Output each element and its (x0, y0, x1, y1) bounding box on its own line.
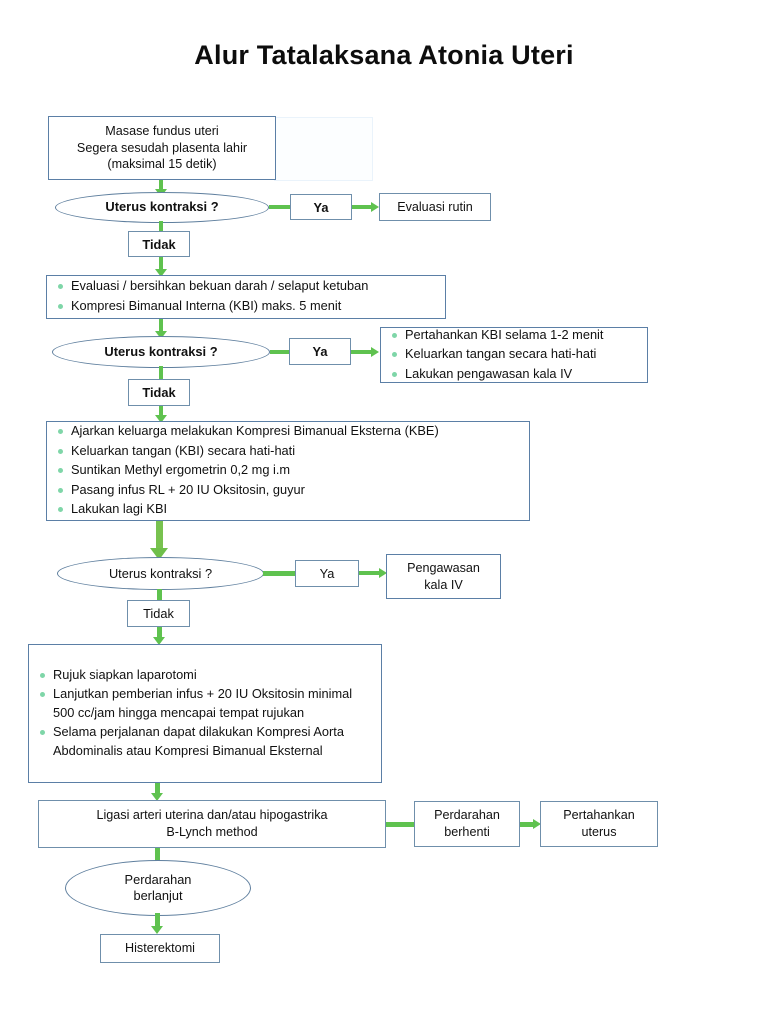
arrowhead-ya2-to-actions (371, 347, 379, 357)
histerektomi-label: Histerektomi (125, 941, 195, 956)
list-item: Keluarkan tangan secara hati-hati (391, 345, 637, 364)
box-yes2-actions: Pertahankan KBI selama 1-2 menit Keluark… (380, 327, 648, 383)
list-item: Pasang infus RL + 20 IU Oksitosin, guyur (57, 481, 519, 500)
node-pengawasan-kala-iv: Pengawasan kala IV (386, 554, 501, 599)
arrowhead-ya3-to-pengawasan (379, 568, 387, 578)
connector-step2-to-decision2 (159, 319, 163, 333)
arrowhead-tidak2-to-step3 (155, 415, 167, 423)
pertahankan-uterus-line-1: Pertahankan (563, 808, 635, 823)
connector-step3-to-decision3 (156, 521, 163, 554)
tidak-2-text: Tidak (142, 385, 176, 400)
node-evaluasi-rutin: Evaluasi rutin (379, 193, 491, 221)
connector-berlanjut-to-histerektomi (155, 913, 160, 929)
ligasi-line-1: Ligasi arteri uterina dan/atau hipogastr… (96, 808, 328, 823)
node-masase-fundus-uteri: Masase fundus uteri Segera sesudah plase… (48, 116, 276, 180)
pengawasan-line-1: Pengawasan (407, 560, 480, 575)
label-ya-3: Ya (295, 560, 359, 587)
node-histerektomi: Histerektomi (100, 934, 220, 963)
connector-berhenti-to-pertahankan (520, 822, 536, 827)
node-perdarahan-berhenti: Perdarahan berhenti (414, 801, 520, 847)
decision3-label: Uterus kontraksi ? (108, 565, 213, 581)
connector-start-to-decision1 (159, 180, 163, 191)
connector-ligasi-to-perdarahan-berlanjut (155, 848, 160, 862)
start-line-1: Masase fundus uteri (105, 123, 219, 138)
decision-perdarahan-berlanjut: Perdarahan berlanjut (65, 860, 251, 916)
connector-decision2-to-ya (270, 350, 289, 354)
connector-tidak3-to-step4 (157, 627, 162, 640)
connector-decision3-to-ya (263, 571, 295, 576)
start-line-2: Segera sesudah plasenta lahir (76, 140, 248, 155)
perdarahan-berlanjut-line-2: berlanjut (133, 888, 183, 903)
arrowhead-berlanjut-to-histerektomi (151, 926, 163, 934)
node-pertahankan-uterus: Pertahankan uterus (540, 801, 658, 847)
box-step4-actions: Rujuk siapkan laparotomi Lanjutkan pembe… (28, 644, 382, 783)
list-item: Lakukan lagi KBI (57, 500, 519, 519)
connector-ya3-to-pengawasan (359, 571, 381, 575)
decision2-label: Uterus kontraksi ? (104, 343, 218, 359)
pengawasan-line-2: kala IV (424, 577, 463, 592)
label-tidak-1: Tidak (128, 231, 190, 257)
list-item: Lakukan pengawasan kala IV (391, 365, 637, 384)
connector-tidak1-to-step2 (159, 257, 163, 271)
arrowhead-tidak1-to-step2 (155, 269, 167, 277)
connector-ligasi-to-perdarahan-berhenti (386, 822, 414, 827)
perdarahan-berlanjut-line-1: Perdarahan (124, 872, 192, 888)
arrowhead-step4-to-ligasi (151, 793, 163, 801)
ligasi-line-2: B-Lynch method (166, 825, 258, 839)
arrowhead-tidak3-to-step4 (153, 637, 165, 645)
node-ligasi-arteri: Ligasi arteri uterina dan/atau hipogastr… (38, 800, 386, 848)
ya-2-text: Ya (312, 344, 328, 359)
connector-tidak2-to-step3 (159, 406, 163, 419)
perdarahan-berhenti-line-1: Perdarahan (434, 808, 500, 823)
pertahankan-uterus-line-2: uterus (581, 825, 617, 839)
tidak-1-text: Tidak (142, 236, 176, 252)
decision-uterus-kontraksi-2: Uterus kontraksi ? (52, 336, 270, 368)
box-step3-actions: Ajarkan keluarga melakukan Kompresi Bima… (46, 421, 530, 521)
list-item: Pertahankan KBI selama 1-2 menit (391, 326, 637, 345)
page-title: Alur Tatalaksana Atonia Uteri (194, 40, 574, 70)
list-item: Keluarkan tangan (KBI) secara hati-hati (57, 442, 519, 461)
list-item: Lanjutkan pemberian infus + 20 IU Oksito… (39, 685, 371, 722)
list-item: Rujuk siapkan laparotomi (39, 666, 371, 685)
ya-1-text: Ya (313, 199, 329, 215)
tidak-3-text: Tidak (143, 606, 174, 621)
connector-decision3-to-tidak (157, 589, 162, 601)
label-tidak-2: Tidak (128, 379, 190, 406)
list-item: Suntikan Methyl ergometrin 0,2 mg i.m (57, 461, 519, 480)
arrowhead-ya1-to-evaluasi-rutin (371, 202, 379, 212)
connector-ya1-to-evaluasi-rutin (352, 205, 373, 209)
connector-decision1-to-tidak (159, 221, 163, 233)
perdarahan-berhenti-line-2: berhenti (444, 825, 490, 839)
list-item: Selama perjalanan dapat dilakukan Kompre… (39, 723, 371, 760)
decision-uterus-kontraksi-1: Uterus kontraksi ? (55, 192, 269, 223)
scan-artifact-rectangle (274, 117, 373, 181)
ya-3-text: Ya (319, 566, 335, 581)
list-item: Ajarkan keluarga melakukan Kompresi Bima… (57, 422, 519, 441)
connector-decision1-to-ya (269, 205, 290, 209)
arrowhead-berhenti-to-pertahankan (533, 819, 541, 829)
evaluasi-rutin-label: Evaluasi rutin (397, 199, 473, 214)
connector-decision2-to-tidak (159, 366, 163, 380)
decision-uterus-kontraksi-3: Uterus kontraksi ? (57, 557, 264, 590)
list-item: Kompresi Bimanual Interna (KBI) maks. 5 … (57, 297, 435, 316)
decision1-label: Uterus kontraksi ? (105, 199, 219, 215)
connector-step4-to-ligasi (155, 783, 160, 796)
list-item: Evaluasi / bersihkan bekuan darah / sela… (57, 277, 435, 296)
connector-ya2-to-actions (351, 350, 373, 354)
arrowhead-step2-to-decision2 (155, 331, 167, 339)
start-line-3: (maksimal 15 detik) (107, 157, 217, 172)
label-ya-2: Ya (289, 338, 351, 365)
label-tidak-3: Tidak (127, 600, 190, 627)
label-ya-1: Ya (290, 194, 352, 220)
box-step2-actions: Evaluasi / bersihkan bekuan darah / sela… (46, 275, 446, 319)
